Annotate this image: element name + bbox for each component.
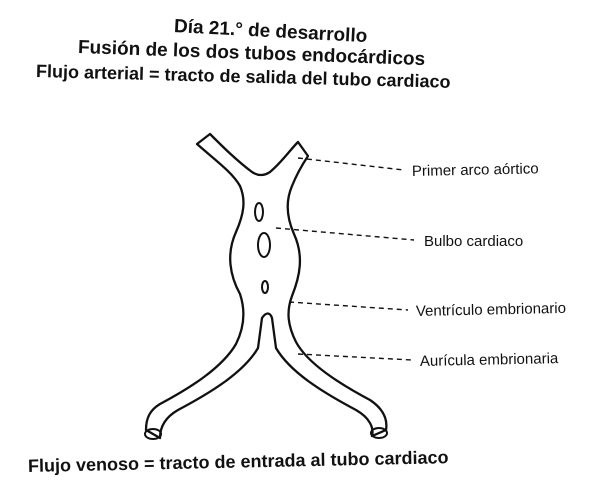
leader-auricula <box>297 353 413 361</box>
label-ventriculo-embrionario: Ventrículo embrionario <box>416 300 566 320</box>
right-tube-opening <box>370 427 388 439</box>
label-primer-arco-aortico: Primer arco aórtico <box>412 160 539 180</box>
inner-oval-2 <box>257 232 271 258</box>
left-tube-opening <box>144 428 162 440</box>
leader-primer-arco <box>297 157 405 171</box>
heart-tube-outline <box>144 132 388 440</box>
label-bulbo-cardiaco: Bulbo cardiaco <box>424 233 523 250</box>
label-auricula-embrionaria: Aurícula embrionaria <box>420 350 559 370</box>
leader-ventriculo <box>288 301 409 311</box>
inner-oval-3 <box>261 280 269 294</box>
inner-oval-1 <box>254 202 264 222</box>
